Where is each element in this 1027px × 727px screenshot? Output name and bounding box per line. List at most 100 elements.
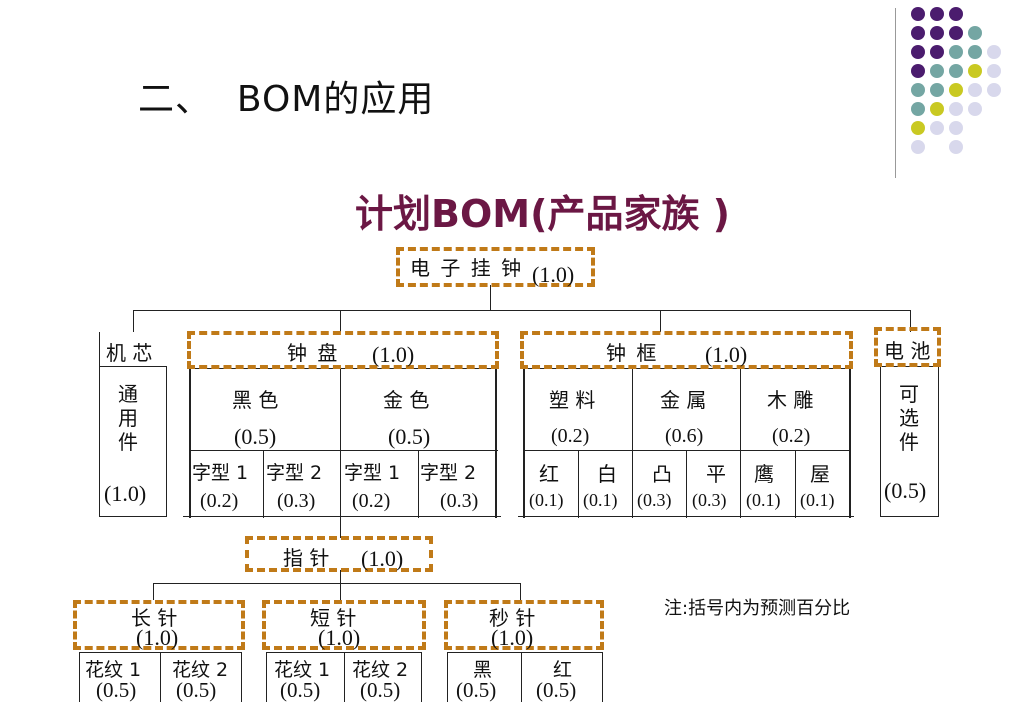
decorative-dot xyxy=(911,26,925,40)
decorative-dot xyxy=(949,45,963,59)
hands-frame xyxy=(245,536,433,572)
frame-variant-name: 凸 xyxy=(652,462,672,486)
long-hand-frame xyxy=(73,600,245,650)
decorative-dot xyxy=(911,64,925,78)
decorative-dot xyxy=(949,7,963,21)
frame-variant-qty: (0.3) xyxy=(637,490,672,510)
battery-frame xyxy=(874,327,941,367)
dial-font-name: 字型 2 xyxy=(266,462,323,484)
frame-variant-qty: (0.1) xyxy=(529,490,564,510)
dial-color-name: 金 色 xyxy=(383,388,430,412)
decorative-dot xyxy=(930,102,944,116)
dial-color-name: 黑 色 xyxy=(232,388,279,412)
decorative-dot xyxy=(911,102,925,116)
decorative-dot xyxy=(949,26,963,40)
frame-frame xyxy=(520,331,853,369)
hand-type-name: 秒 针 xyxy=(489,606,536,630)
dial-font-qty: (0.3) xyxy=(277,490,316,512)
dial-font-name: 字型 1 xyxy=(192,462,249,484)
hand-type-name: 长 针 xyxy=(131,606,178,630)
decorative-dot xyxy=(911,121,925,135)
hand-variant-name: 花纹 2 xyxy=(352,659,409,681)
short-hand-frame xyxy=(262,600,426,650)
decorative-dot xyxy=(949,83,963,97)
battery-sub: 可选件 xyxy=(899,382,919,454)
movement-name: 机 芯 xyxy=(106,341,153,365)
frame-material-qty: (0.2) xyxy=(772,425,811,447)
decorative-dot xyxy=(930,64,944,78)
hand-variant-qty: (0.5) xyxy=(536,678,577,702)
decorative-dot xyxy=(930,121,944,135)
dial-font-qty: (0.2) xyxy=(352,490,391,512)
decorative-dot xyxy=(911,140,925,154)
decorative-dot xyxy=(930,7,944,21)
frame-qty: (1.0) xyxy=(705,342,748,367)
diagram-title: 计划BOM(产品家族 ) xyxy=(355,192,731,236)
dial-font-qty: (0.2) xyxy=(200,490,239,512)
dial-font-name: 字型 1 xyxy=(344,462,401,484)
hands-qty: (1.0) xyxy=(361,546,404,571)
hand-type-qty: (1.0) xyxy=(491,625,534,650)
frame-variant-qty: (0.3) xyxy=(692,490,727,510)
dial-color-qty: (0.5) xyxy=(388,424,431,449)
section-title: BOM的应用 xyxy=(236,79,435,120)
frame-material-name: 塑 料 xyxy=(549,388,596,412)
hands-name: 指 针 xyxy=(283,546,330,570)
frame-material-qty: (0.2) xyxy=(551,425,590,447)
frame-material-qty: (0.6) xyxy=(665,425,704,447)
decorative-dot xyxy=(911,7,925,21)
decorative-dot xyxy=(987,83,1001,97)
hand-variant-name: 花纹 1 xyxy=(274,659,331,681)
second-hand-frame xyxy=(444,600,604,650)
frame-variant-name: 屋 xyxy=(810,462,830,486)
frame-name: 钟 框 xyxy=(606,341,659,365)
hand-variant-qty: (0.5) xyxy=(360,678,401,702)
decorative-dot xyxy=(968,26,982,40)
decorative-dot xyxy=(949,102,963,116)
dial-qty: (1.0) xyxy=(372,342,415,367)
decorative-dot xyxy=(968,83,982,97)
frame-material-name: 木 雕 xyxy=(767,388,814,412)
hand-variant-name: 花纹 1 xyxy=(85,659,142,681)
dial-color-qty: (0.5) xyxy=(234,424,277,449)
decorative-dot xyxy=(987,64,1001,78)
hand-variant-qty: (0.5) xyxy=(456,678,497,702)
hand-variant-name: 花纹 2 xyxy=(172,659,229,681)
frame-material-name: 金 属 xyxy=(660,388,707,412)
root-name: 电 子 挂 钟 xyxy=(410,256,524,280)
dial-font-name: 字型 2 xyxy=(420,462,477,484)
page-title: 二、 BOM的应用 xyxy=(138,82,434,118)
frame-variant-name: 鹰 xyxy=(754,462,774,486)
dial-name: 钟 盘 xyxy=(287,341,340,365)
decorative-dot xyxy=(949,140,963,154)
decorative-dot xyxy=(968,45,982,59)
battery-name: 电 池 xyxy=(884,339,931,363)
frame-variant-name: 平 xyxy=(706,462,726,486)
hand-variant-name: 黑 xyxy=(473,659,493,681)
decorative-dot xyxy=(949,64,963,78)
frame-variant-qty: (0.1) xyxy=(583,490,618,510)
decorative-dot xyxy=(911,45,925,59)
frame-variant-qty: (0.1) xyxy=(746,490,781,510)
decorative-dot xyxy=(949,121,963,135)
hand-type-qty: (1.0) xyxy=(318,625,361,650)
hand-variant-name: 红 xyxy=(553,659,573,681)
root-qty: (1.0) xyxy=(532,262,575,287)
decorative-dot xyxy=(968,64,982,78)
decorative-dot xyxy=(930,26,944,40)
decorative-dot xyxy=(911,83,925,97)
section-number: 二、 xyxy=(138,79,213,120)
hand-variant-qty: (0.5) xyxy=(96,678,137,702)
dial-font-qty: (0.3) xyxy=(440,490,479,512)
hand-variant-qty: (0.5) xyxy=(176,678,217,702)
footnote: 注:括号内为预测百分比 xyxy=(664,598,851,619)
dial-frame xyxy=(187,331,499,369)
frame-variant-qty: (0.1) xyxy=(800,490,835,510)
battery-qty: (0.5) xyxy=(884,478,927,503)
decorative-dot xyxy=(930,83,944,97)
decorative-dot xyxy=(987,45,1001,59)
frame-variant-name: 白 xyxy=(597,462,617,486)
decorative-dot xyxy=(968,102,982,116)
header-divider xyxy=(895,8,896,178)
hand-type-name: 短 针 xyxy=(310,606,357,630)
